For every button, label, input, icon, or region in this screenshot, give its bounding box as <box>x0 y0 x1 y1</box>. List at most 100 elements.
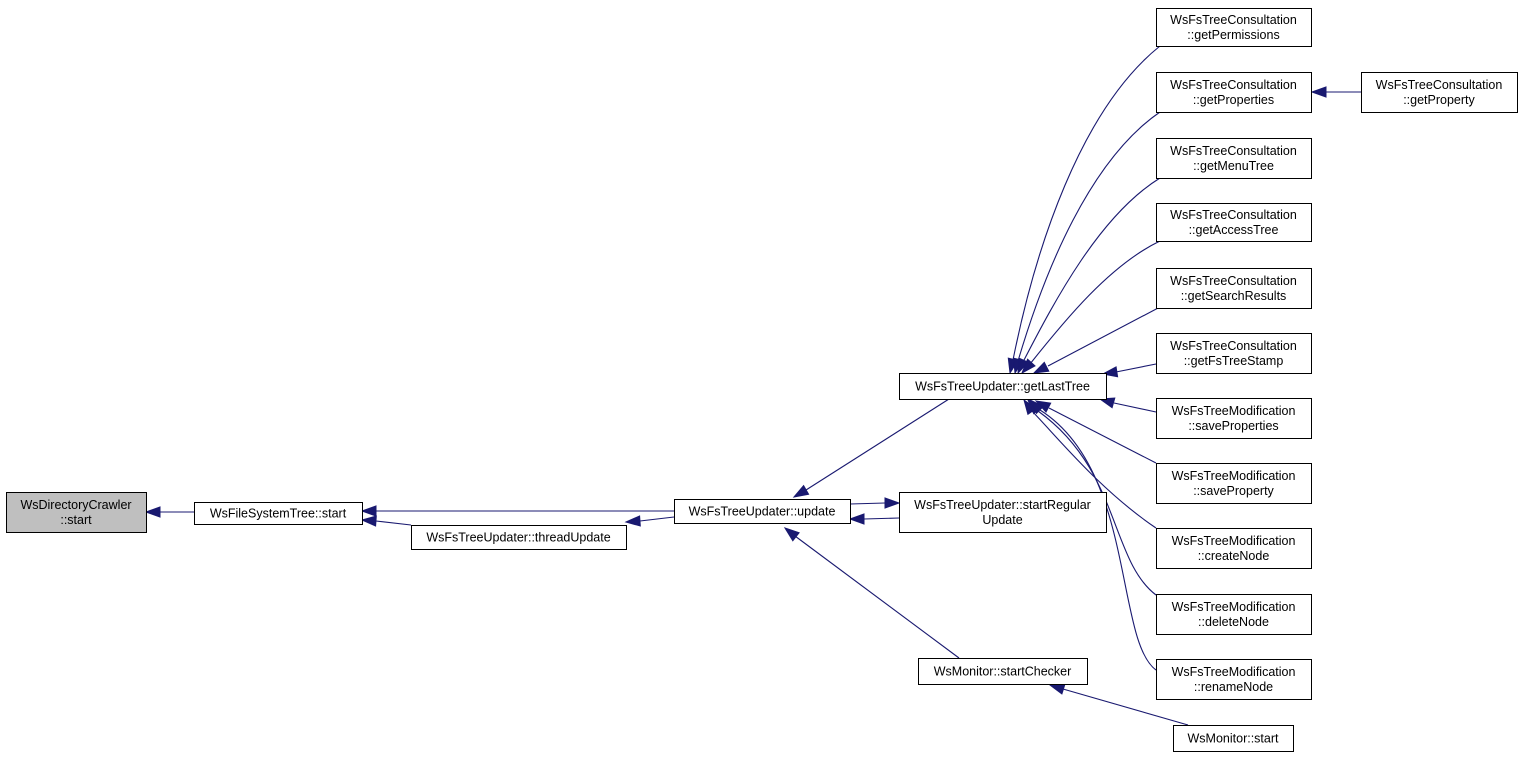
arrowhead-icon <box>1098 397 1116 409</box>
node-consultation-get-access-tree[interactable]: WsFsTreeConsultation::getAccessTree <box>1156 203 1312 242</box>
node-modification-rename-node[interactable]: WsFsTreeModification::renameNode <box>1156 659 1312 700</box>
edge-ws_fs_tree_updater_get_last_tree-to-ws_fs_tree_updater_update <box>792 398 950 498</box>
node-box[interactable] <box>899 373 1107 400</box>
node-label-line1: WsFsTreeConsultation <box>1170 274 1297 288</box>
edge-modification_save_property-to-ws_fs_tree_updater_get_last_tree <box>1034 400 1157 464</box>
node-label: WsMonitor::start <box>1188 732 1280 746</box>
node-box[interactable] <box>1156 463 1312 504</box>
node-label-line2: ::saveProperties <box>1188 419 1278 433</box>
node-box[interactable] <box>194 502 363 525</box>
node-ws-fs-tree-updater-get-last-tree[interactable]: WsFsTreeUpdater::getLastTree <box>899 373 1107 400</box>
node-label-line1: WsFsTreeConsultation <box>1170 78 1297 92</box>
node-box[interactable] <box>674 499 851 524</box>
node-box[interactable] <box>1156 8 1312 47</box>
node-modification-create-node[interactable]: WsFsTreeModification::createNode <box>1156 528 1312 569</box>
node-box[interactable] <box>1173 725 1294 752</box>
node-label-line1: WsFsTreeModification <box>1172 665 1296 679</box>
node-ws-file-system-tree-start[interactable]: WsFileSystemTree::start <box>194 502 363 525</box>
edge-line <box>1012 45 1161 361</box>
edge-line <box>1022 177 1161 363</box>
node-label: WsFsTreeUpdater::threadUpdate <box>426 531 610 545</box>
node-box[interactable] <box>918 658 1088 685</box>
node-ws-monitor-start[interactable]: WsMonitor::start <box>1173 725 1294 752</box>
node-label-line2: ::getProperty <box>1403 93 1475 107</box>
edge-line <box>805 398 950 491</box>
node-label-line2: ::getMenuTree <box>1193 159 1274 173</box>
edge-line <box>1039 409 1157 671</box>
node-label-line2: ::getFsTreeStamp <box>1184 354 1284 368</box>
node-label-line1: WsFsTreeUpdater::startRegular <box>914 498 1091 512</box>
node-box[interactable] <box>1156 72 1312 113</box>
edge-line <box>1048 407 1157 464</box>
node-box[interactable] <box>1156 398 1312 439</box>
node-label-line2: ::getSearchResults <box>1181 289 1287 303</box>
node-modification-save-property[interactable]: WsFsTreeModification::saveProperty <box>1156 463 1312 504</box>
edge-line <box>863 517 900 520</box>
edge-ws_monitor_start_checker-to-ws_fs_tree_updater_update <box>783 527 960 659</box>
node-ws-fs-tree-updater-update[interactable]: WsFsTreeUpdater::update <box>674 499 851 524</box>
node-consultation-get-permissions[interactable]: WsFsTreeConsultation::getPermissions <box>1156 8 1312 47</box>
node-ws-fs-tree-updater-thread-update[interactable]: WsFsTreeUpdater::threadUpdate <box>411 525 627 550</box>
node-modification-save-properties[interactable]: WsFsTreeModification::saveProperties <box>1156 398 1312 439</box>
node-label-line2: ::createNode <box>1198 549 1270 563</box>
node-box[interactable] <box>1156 138 1312 179</box>
edge-ws_fs_tree_updater_update-to-ws_fs_tree_updater_thread_update <box>624 515 675 527</box>
node-ws-directory-crawler-start[interactable]: WsDirectoryCrawler::start <box>6 492 147 533</box>
node-label-line1: WsFsTreeConsultation <box>1170 144 1297 158</box>
edge-line <box>1029 240 1161 365</box>
node-label-line2: ::saveProperty <box>1193 484 1274 498</box>
node-label: WsFileSystemTree::start <box>210 507 347 521</box>
node-consultation-get-fs-tree-stamp[interactable]: WsFsTreeConsultation::getFsTreeStamp <box>1156 333 1312 374</box>
node-label-line2: ::renameNode <box>1194 680 1273 694</box>
arrowhead-icon <box>1021 358 1036 375</box>
arrowhead-icon <box>884 497 901 509</box>
edge-consultation_get_property-to-consultation_get_properties <box>1310 86 1361 98</box>
node-consultation-get-menu-tree[interactable]: WsFsTreeConsultation::getMenuTree <box>1156 138 1312 179</box>
arrowhead-icon <box>1048 683 1066 695</box>
arrowhead-icon <box>792 484 810 498</box>
node-consultation-get-properties[interactable]: WsFsTreeConsultation::getProperties <box>1156 72 1312 113</box>
node-label-line2: ::getAccessTree <box>1189 223 1279 237</box>
node-label-line1: WsDirectoryCrawler <box>20 498 131 512</box>
node-label-line1: WsFsTreeModification <box>1172 469 1296 483</box>
node-box[interactable] <box>411 525 627 550</box>
edge-line <box>1037 410 1157 596</box>
edge-ws_fs_tree_updater_update-to-ws_fs_tree_updater_start_regular_update <box>849 497 901 509</box>
edge-modification_save_properties-to-ws_fs_tree_updater_get_last_tree <box>1098 397 1157 413</box>
node-box[interactable] <box>1156 333 1312 374</box>
node-box[interactable] <box>1361 72 1518 113</box>
node-modification-delete-node[interactable]: WsFsTreeModification::deleteNode <box>1156 594 1312 635</box>
arrowhead-icon <box>360 505 377 517</box>
arrowhead-icon <box>1017 357 1030 375</box>
node-label-line1: WsFsTreeConsultation <box>1170 339 1297 353</box>
node-box[interactable] <box>1156 268 1312 309</box>
edge-line <box>1062 688 1189 726</box>
node-label-line1: WsFsTreeModification <box>1172 534 1296 548</box>
arrowhead-icon <box>1310 86 1327 98</box>
node-box[interactable] <box>1156 203 1312 242</box>
edge-ws_fs_tree_updater_thread_update-to-ws_file_system_tree_start <box>360 515 412 527</box>
node-box[interactable] <box>1156 659 1312 700</box>
node-box[interactable] <box>6 492 147 533</box>
node-box[interactable] <box>1156 528 1312 569</box>
node-consultation-get-search-results[interactable]: WsFsTreeConsultation::getSearchResults <box>1156 268 1312 309</box>
nodes-layer: WsDirectoryCrawler::start WsFileSystemTre… <box>6 8 1518 752</box>
node-label-line1: WsFsTreeModification <box>1172 404 1296 418</box>
node-consultation-get-property[interactable]: WsFsTreeConsultation::getProperty <box>1361 72 1518 113</box>
node-label: WsFsTreeUpdater::getLastTree <box>915 380 1090 394</box>
node-ws-monitor-start-checker[interactable]: WsMonitor::startChecker <box>918 658 1088 685</box>
arrowhead-icon <box>360 515 377 527</box>
arrowhead-icon <box>1028 398 1045 415</box>
node-label-line1: WsFsTreeConsultation <box>1170 208 1297 222</box>
edge-consultation_get_menu_tree-to-ws_fs_tree_updater_get_last_tree <box>1017 177 1161 375</box>
node-label-line1: WsFsTreeConsultation <box>1376 78 1503 92</box>
node-box[interactable] <box>1156 594 1312 635</box>
edge-ws_fs_tree_updater_update-to-ws_file_system_tree_start <box>360 505 674 517</box>
node-label-line1: WsFsTreeConsultation <box>1170 13 1297 27</box>
node-label-line2: ::start <box>60 513 92 527</box>
node-label: WsFsTreeUpdater::update <box>689 505 836 519</box>
node-label-line2: Update <box>982 513 1022 527</box>
node-box[interactable] <box>899 492 1107 533</box>
